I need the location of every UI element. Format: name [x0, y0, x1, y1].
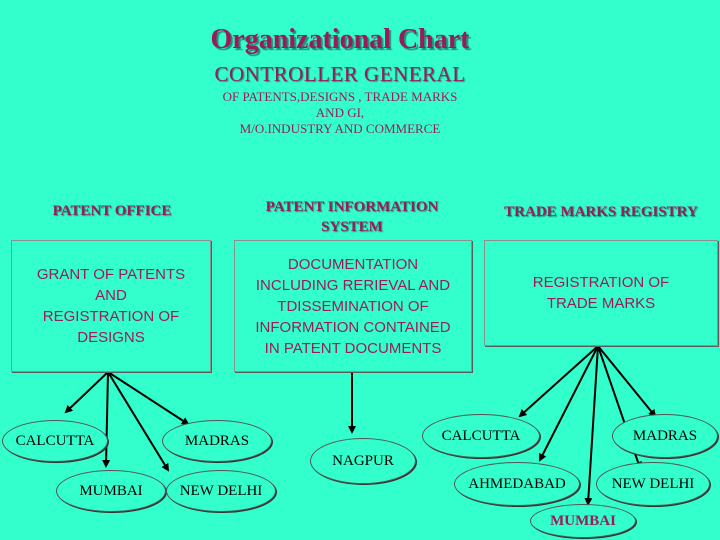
branch-tm-ahmedabad: AHMEDABAD [454, 462, 580, 506]
branch-tm-calcutta: CALCUTTA [422, 414, 540, 458]
branch-new-delhi: NEW DELHI [166, 470, 276, 512]
heading-line: PATENT OFFICE [52, 203, 172, 219]
heading-patent-information-system: PATENT INFORMATION SYSTEM [232, 197, 472, 237]
box-line: REGISTRATION OF [42, 308, 180, 325]
heading-line: TRADE MARKS REGISTRY [504, 204, 698, 220]
line-patent-newdelhi [107, 371, 170, 472]
box-line: IN PATENT DOCUMENTS [264, 339, 442, 357]
box-line: TRADE MARKS [546, 295, 656, 312]
line-tm-madras [597, 345, 657, 418]
branch-tm-new-delhi: NEW DELHI [596, 462, 710, 506]
box-line: INCLUDING RERIEVAL AND [255, 276, 451, 294]
branch-madras: MADRAS [162, 420, 272, 462]
chart-description: OF PATENTS,DESIGNS , TRADE MARKS AND GI,… [0, 89, 680, 137]
branch-tm-madras: MADRAS [612, 414, 718, 458]
box-line: REGISTRATION OF [532, 274, 670, 291]
line-tm-ahmedabad [539, 345, 599, 462]
branch-nagpur: NAGPUR [310, 438, 416, 484]
box-patent-office: GRANT OF PATENTS AND REGISTRATION OF DES… [11, 240, 211, 372]
box-patent-information-system: DOCUMENTATION INCLUDING RERIEVAL AND TDI… [234, 240, 472, 372]
box-line: TDISSEMINATION OF [277, 297, 429, 315]
branch-mumbai: MUMBAI [56, 470, 166, 512]
box-trade-marks-registry: REGISTRATION OF TRADE MARKS [484, 240, 718, 346]
line-patent-madras [107, 371, 190, 426]
description-line: M/O.INDUSTRY AND COMMERCE [239, 121, 441, 136]
box-line: AND [95, 287, 127, 304]
branch-calcutta: CALCUTTA [2, 420, 108, 462]
line-tm-mumbai [584, 345, 599, 506]
description-line: OF PATENTS,DESIGNS , TRADE MARKS [222, 89, 458, 104]
description-line: AND GI, [315, 105, 365, 120]
branch-tm-mumbai: MUMBAI [530, 504, 636, 538]
heading-line: PATENT INFORMATION [265, 199, 439, 215]
heading-trade-marks-registry: TRADE MARKS REGISTRY [484, 202, 718, 222]
box-line: DESIGNS [77, 329, 145, 346]
line-patent-calcutta [64, 371, 109, 414]
box-line: INFORMATION CONTAINED [255, 318, 451, 336]
chart-title: Organizational Chart [210, 24, 470, 55]
heading-patent-office: PATENT OFFICE [14, 201, 210, 221]
line-tm-calcutta [518, 345, 599, 418]
chart-subtitle: CONTROLLER GENERAL [214, 62, 466, 86]
line-patent-mumbai [102, 371, 111, 468]
box-line: DOCUMENTATION [287, 255, 419, 273]
heading-line: SYSTEM [321, 219, 383, 235]
box-line: GRANT OF PATENTS [36, 266, 186, 283]
